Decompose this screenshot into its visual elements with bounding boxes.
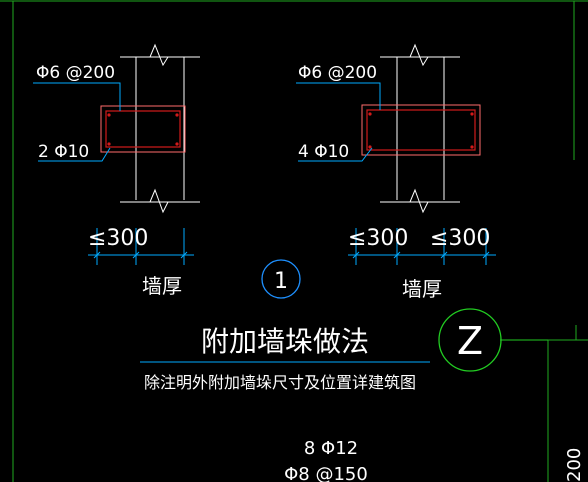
pilaster-outline-left	[100, 105, 186, 153]
drawing-note: 除注明外附加墙垛尺寸及位置详建筑图	[144, 373, 416, 392]
wall-outline-right	[380, 43, 460, 214]
leaders-left	[33, 82, 121, 162]
section-symbol: Z	[438, 308, 548, 372]
detail-left: Φ6 @200 2 Φ10 ≤300 墙厚	[33, 43, 200, 298]
bar-label-left: 2 Φ10	[38, 142, 89, 162]
bottom-bar-label: 8 Φ12	[304, 438, 358, 459]
bottom-stirrup-label: Φ8 @150	[284, 464, 368, 482]
stirrup-right	[366, 109, 476, 151]
dimension-left	[88, 228, 194, 265]
wall-thickness-label-right: 墙厚	[402, 277, 442, 301]
rebar-dots-left	[107, 113, 179, 146]
detail-number-marker: 1	[261, 259, 301, 299]
rebar-dots-right	[368, 112, 474, 149]
stirrup-left	[105, 110, 181, 148]
dimension-right	[348, 228, 496, 265]
dim-label-right-a: ≤300	[348, 226, 408, 251]
drawing-title: 附加墙垛做法	[201, 325, 369, 358]
side-partial-text: 200	[564, 448, 585, 482]
leaders-right	[296, 82, 381, 162]
section-symbol-letter: Z	[457, 319, 483, 363]
detail-number: 1	[274, 269, 288, 294]
wall-thickness-label-left: 墙厚	[142, 274, 182, 298]
stirrup-label-left: Φ6 @200	[36, 63, 115, 83]
detail-right: Φ6 @200 4 Φ10 ≤300 ≤300 墙厚	[296, 43, 496, 301]
stirrup-label-right: Φ6 @200	[298, 63, 377, 83]
pilaster-outline-right	[361, 104, 481, 156]
wall-outline-left	[120, 43, 200, 214]
dim-label-right-b: ≤300	[430, 226, 490, 251]
dim-label-left: ≤300	[88, 226, 148, 251]
bar-label-right: 4 Φ10	[298, 142, 349, 162]
